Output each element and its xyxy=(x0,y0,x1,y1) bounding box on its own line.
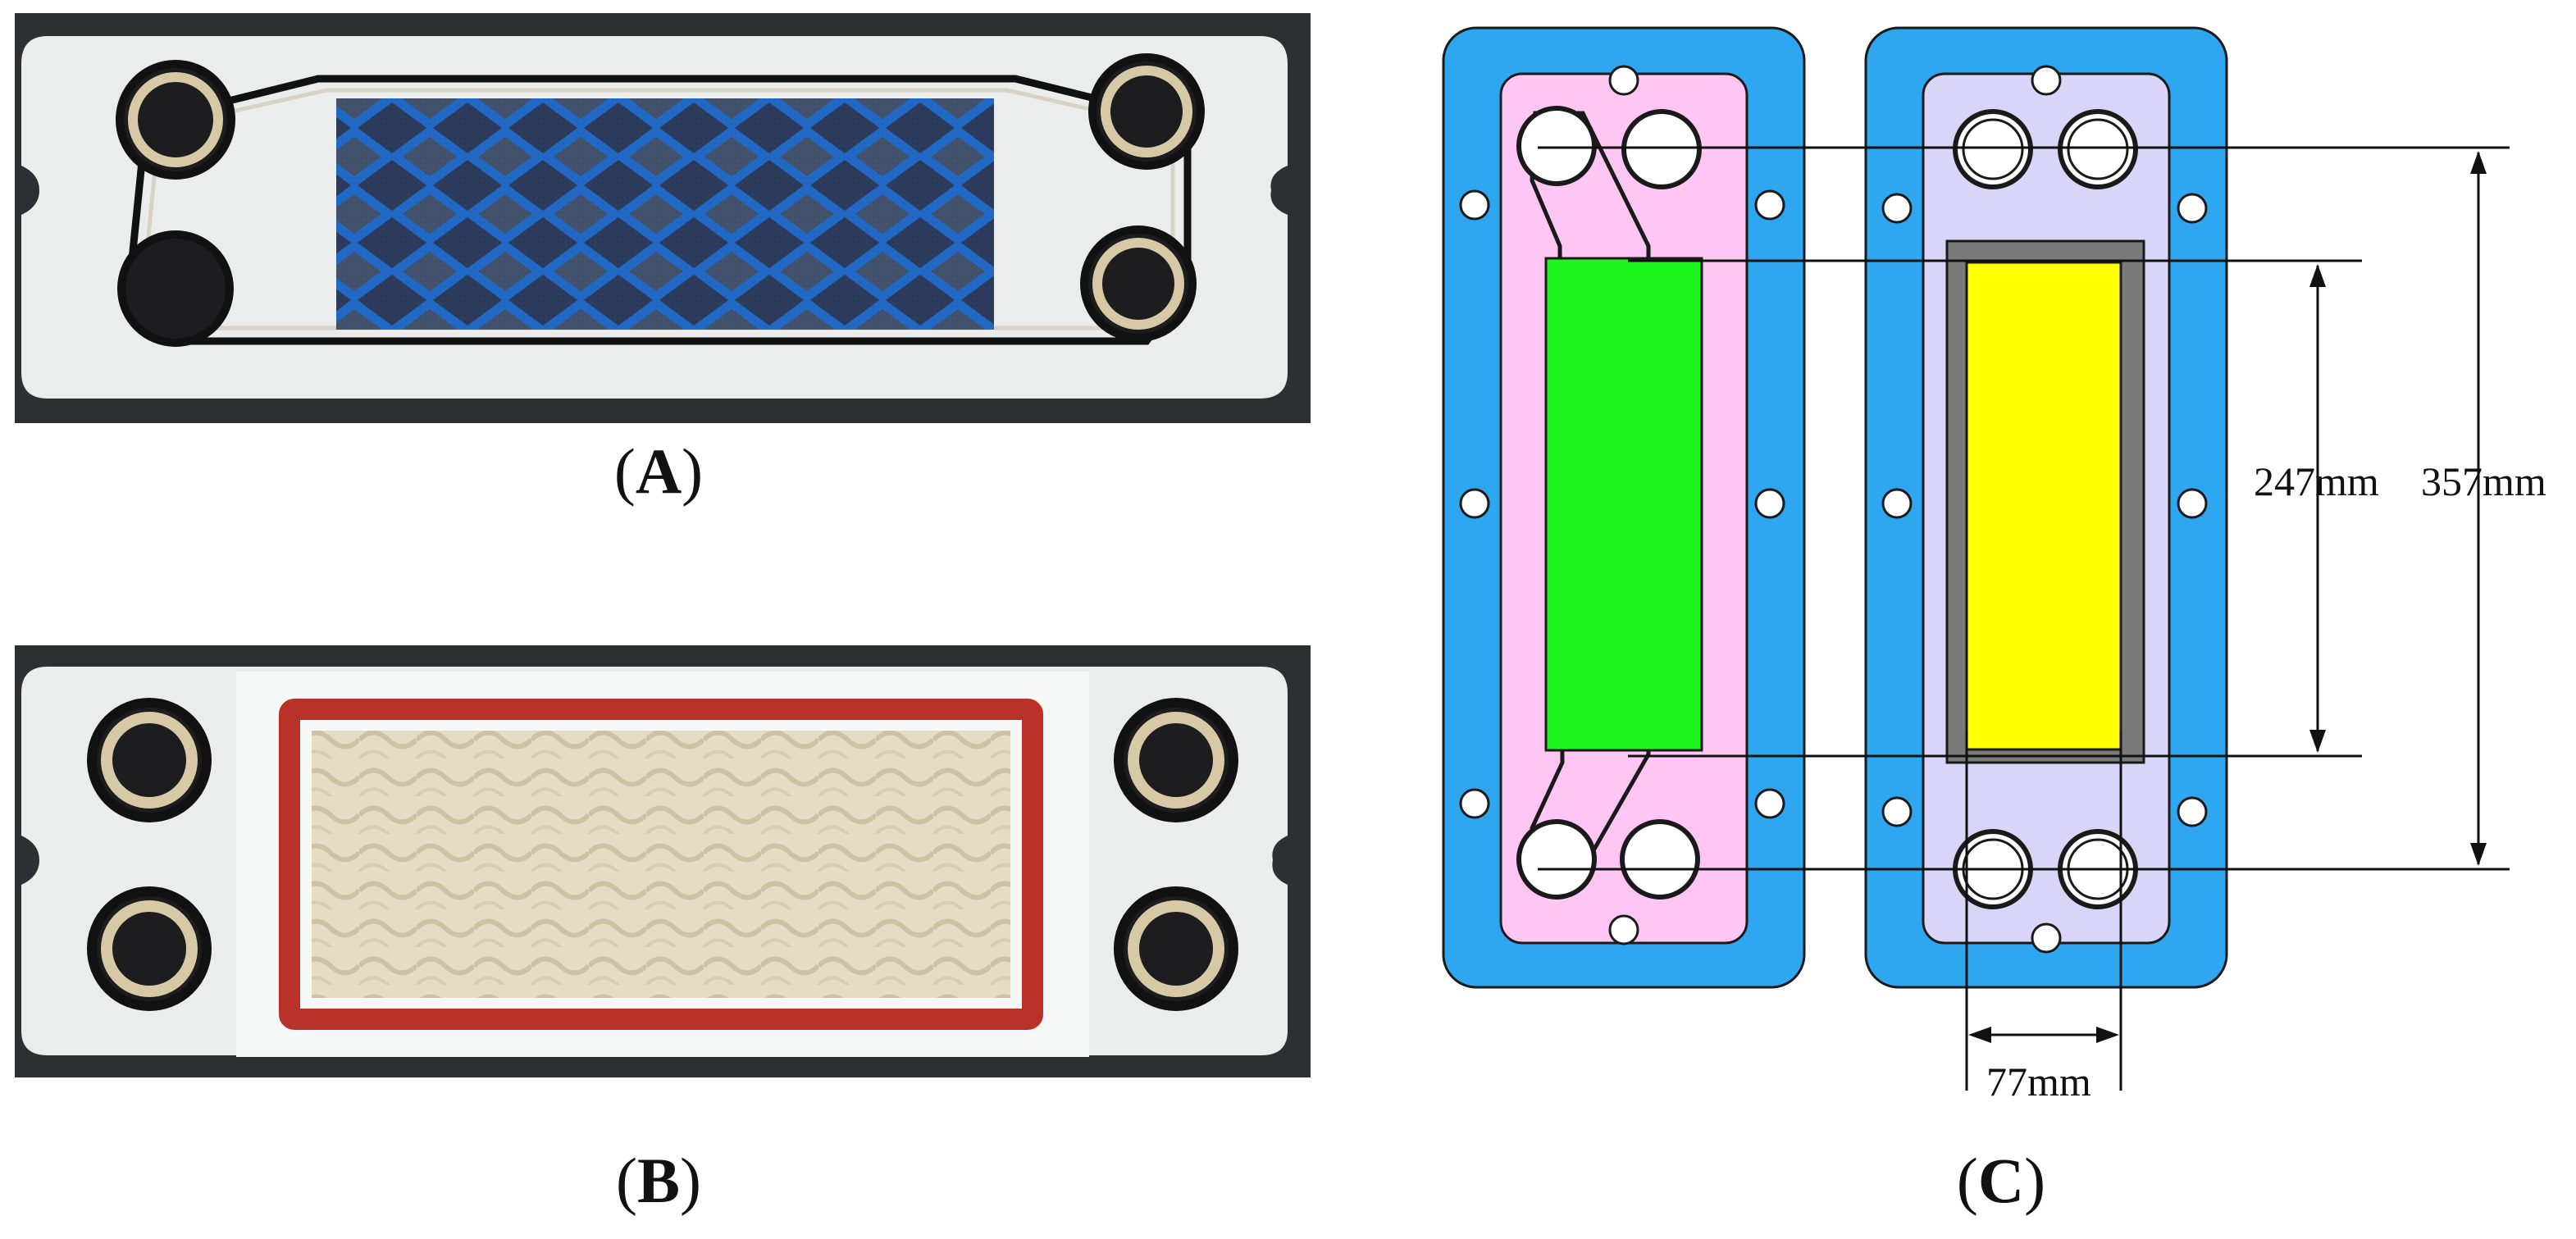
bolt-hole xyxy=(2031,65,2062,96)
bolt-hole xyxy=(1754,788,1785,819)
bolt-hole xyxy=(1459,189,1490,221)
left-plate xyxy=(1442,26,1806,989)
caption-a-letter: A xyxy=(635,435,682,507)
bolt-hole xyxy=(1459,488,1490,519)
bolt-hole xyxy=(2031,922,2062,954)
plate-schematic-diagram: 247mm 357mm 77mm xyxy=(1442,26,2546,1105)
dim-label-247: 247mm xyxy=(2254,458,2379,504)
bolt-hole xyxy=(1754,189,1785,221)
port-circle xyxy=(1620,819,1700,900)
right-plate xyxy=(1864,26,2228,989)
bolt-hole xyxy=(1459,788,1490,819)
arrowheads xyxy=(1968,151,2487,1043)
membrane-yellow xyxy=(1965,261,2122,751)
bolt-hole xyxy=(2177,796,2208,827)
bolt-hole xyxy=(1608,65,1639,96)
dim-label-77: 77mm xyxy=(1986,1059,2091,1105)
caption-b-letter: B xyxy=(636,1145,681,1216)
bolt-hole xyxy=(2177,488,2208,519)
caption-b: (B) xyxy=(616,1145,701,1216)
photo-panel-a xyxy=(15,13,1311,423)
bolt-hole xyxy=(1881,796,1913,827)
plate-with-gasket-illustration xyxy=(21,667,1288,1057)
plate-with-mesh-illustration xyxy=(21,36,1288,399)
bolt-hole xyxy=(1881,193,1913,224)
photo-panel-b xyxy=(15,645,1311,1077)
port-circle xyxy=(2058,109,2138,189)
membrane-green xyxy=(1544,257,1703,752)
caption-a: (A) xyxy=(613,435,704,507)
bolt-hole xyxy=(1881,488,1913,519)
port-circle xyxy=(1516,819,1597,900)
dimension-lines xyxy=(1538,146,2510,1091)
caption-c-letter: C xyxy=(1977,1145,2025,1216)
bolt-hole xyxy=(2177,193,2208,224)
port-circle xyxy=(1953,109,2033,189)
dim-label-357: 357mm xyxy=(2421,458,2546,504)
caption-c: (C) xyxy=(1956,1145,2046,1216)
port-circle xyxy=(1516,106,1597,186)
bolt-hole xyxy=(1754,488,1785,519)
port-circle xyxy=(1621,109,1702,189)
bolt-hole xyxy=(1608,914,1639,945)
